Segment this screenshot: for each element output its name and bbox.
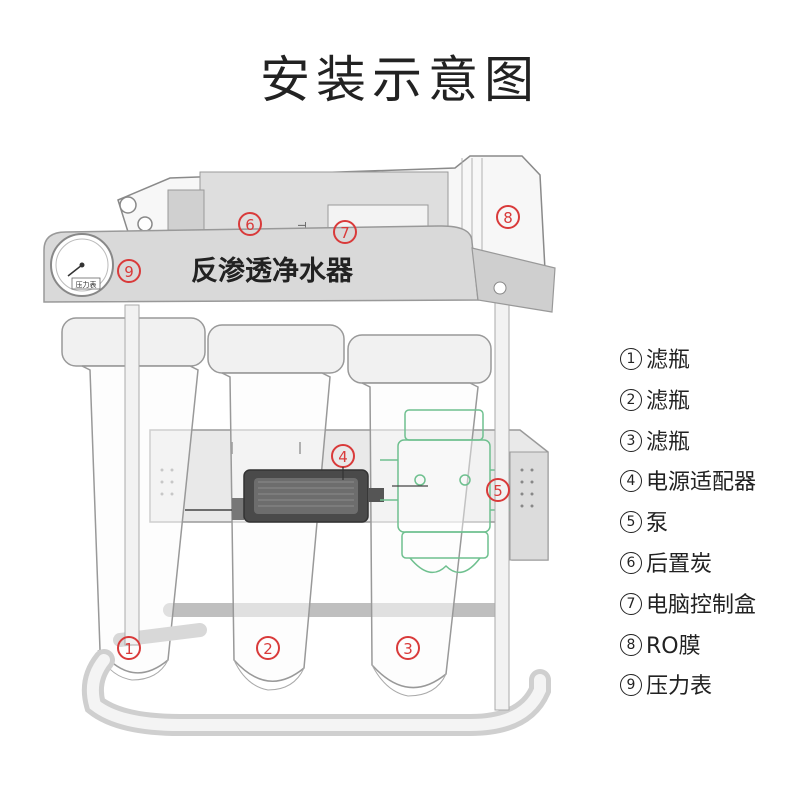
filter-bottle-3 [347, 334, 492, 697]
callout-text-6: 6 [245, 216, 255, 234]
legend-number: 8 [620, 633, 642, 656]
legend-label: 滤瓶 [646, 348, 691, 373]
legend-number: 1 [620, 348, 642, 370]
callout-circle-8 [496, 205, 520, 229]
legend-number: 4 [620, 470, 642, 493]
legend-label: 电源适配器 [646, 470, 757, 496]
legend-label: 滤瓶 [646, 429, 691, 455]
callout-circle-1 [117, 636, 141, 660]
callout-text-5: 5 [493, 482, 503, 500]
legend-label: 电脑控制盒 [646, 592, 757, 618]
callout-text-4: 4 [338, 448, 348, 466]
callout-circle-2 [256, 636, 280, 660]
callout-circle-5 [486, 478, 510, 502]
booster-pump [380, 409, 510, 574]
callout-text-1: 1 [124, 640, 134, 658]
callout-text-8: 8 [503, 209, 513, 227]
gauge-label: 压力表 [76, 280, 97, 289]
callout-circle-6 [238, 212, 262, 236]
panel-label: 反渗透净水器 [191, 255, 354, 287]
callout-text-3: 3 [403, 640, 413, 658]
legend-number: 6 [620, 551, 642, 574]
callout-circle-9 [117, 259, 141, 283]
legend-number: 2 [620, 388, 642, 411]
frame-leg-left [124, 304, 140, 646]
legend-label: 后置炭 [646, 551, 713, 577]
legend-label: 滤瓶 [646, 388, 691, 414]
legend-label: RO膜 [646, 633, 701, 659]
legend-number: 5 [620, 511, 642, 534]
page-title: 安装示意图 [260, 51, 540, 109]
callout-text-2: 2 [263, 640, 273, 658]
callout-text-7: 7 [340, 224, 350, 242]
front-panel: 压力表 反渗透净水器 [43, 225, 556, 313]
bracket-side [509, 451, 549, 561]
legend-label: 压力表 [646, 674, 713, 700]
power-adapter [185, 469, 384, 523]
frame-base-tube [81, 649, 551, 736]
callout-circle-3 [396, 636, 420, 660]
legend-number: 9 [620, 674, 642, 697]
callout-text-9: 9 [124, 263, 134, 281]
filter-bottle-2 [207, 324, 345, 691]
legend-label: 泵 [646, 511, 669, 537]
legend-number: 7 [620, 592, 642, 615]
callout-circle-7 [333, 220, 357, 244]
legend-number: 3 [620, 429, 642, 452]
frame-leg-right [494, 299, 510, 711]
